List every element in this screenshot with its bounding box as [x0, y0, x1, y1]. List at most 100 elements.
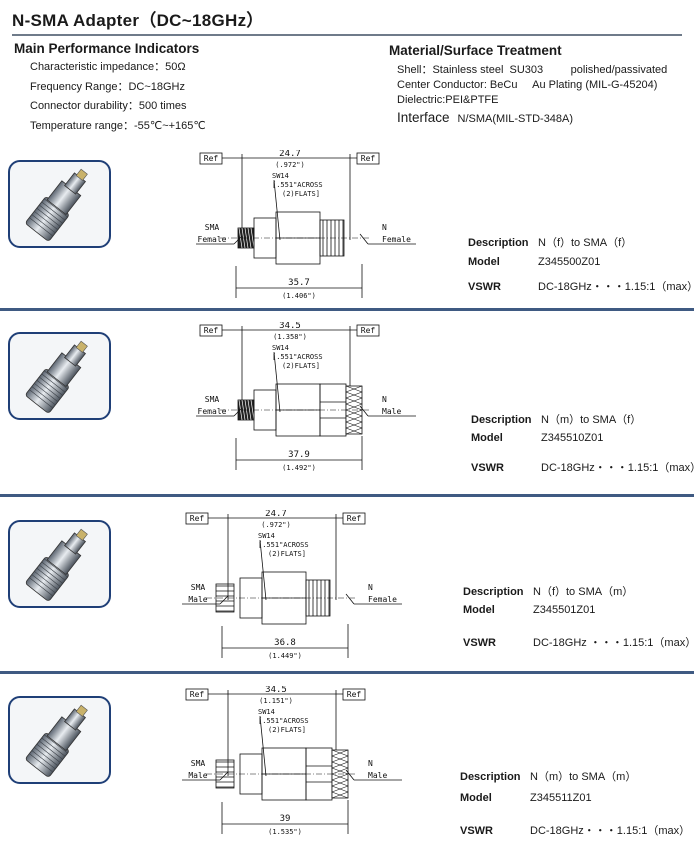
ref-label-left: Ref	[204, 326, 219, 335]
title-divider	[12, 34, 682, 36]
left-connector-gender: Male	[188, 595, 207, 604]
left-connector-type: SMA	[205, 395, 220, 404]
vswr-row: VSWR DC-18GHz ・・・1.15:1（max）	[463, 634, 694, 650]
bottom-dimension-inch: (1.492")	[282, 464, 316, 472]
sw-label: SW14	[258, 708, 275, 716]
right-connector-type: N	[382, 395, 387, 404]
right-connector-gender: Male	[382, 407, 401, 416]
top-dimension-inch: (1.358")	[273, 333, 307, 341]
material-list: Shell：Stainless steel SU303 polished/pas…	[397, 63, 667, 127]
section-divider-2	[0, 494, 694, 497]
top-dimension-mm: 24.7	[265, 510, 287, 519]
left-connector-type: SMA	[205, 223, 220, 232]
vswr-value: DC-18GHz・・・1.15:1（max）	[530, 825, 691, 837]
description-row: Description N（m）to SMA（f）	[471, 411, 641, 427]
sw-across-label: [.551"ACROSS	[258, 541, 309, 549]
vswr-label: VSWR	[463, 637, 496, 649]
ref-box-left	[185, 688, 209, 701]
left-connector-gender: Male	[188, 771, 207, 780]
bottom-dimension-inch: (1.449")	[268, 652, 302, 660]
ref-label-left: Ref	[190, 514, 205, 523]
right-connector-type: N	[368, 759, 373, 768]
adapter-photo-icon	[25, 704, 88, 777]
description-value: N（f）to SMA（f）	[538, 237, 633, 249]
sw-across-label: [.551"ACROSS	[258, 717, 309, 725]
model-label: Model	[460, 792, 492, 804]
left-connector-gender: Female	[198, 235, 227, 244]
ref-label-left: Ref	[204, 154, 219, 163]
description-label: Description	[471, 414, 532, 426]
left-connector-type: SMA	[191, 583, 206, 592]
sw-flats-label: (2)FLATS]	[268, 726, 306, 734]
top-dimension-mm: 24.7	[279, 150, 301, 159]
sw-flats-label: (2)FLATS]	[282, 362, 320, 370]
spec-frequency: Frequency Range：DC~18GHz	[30, 80, 185, 93]
description-label: Description	[468, 237, 529, 249]
sw-label: SW14	[258, 532, 275, 540]
description-value: N（f）to SMA（m）	[533, 586, 634, 598]
vswr-label: VSWR	[471, 462, 504, 474]
ref-box-right	[356, 324, 380, 337]
bottom-dimension-inch: (1.406")	[282, 292, 316, 300]
ref-label-right: Ref	[347, 690, 362, 699]
model-value: Z345501Z01	[533, 604, 596, 616]
product-photo-4	[8, 696, 111, 784]
top-dimension-inch: (.972")	[275, 161, 305, 169]
model-row: Model Z345511Z01	[460, 792, 592, 804]
ref-label-right: Ref	[347, 514, 362, 523]
ref-box-right	[342, 688, 366, 701]
description-row: Description N（f）to SMA（m）	[463, 583, 633, 599]
sw-label: SW14	[272, 172, 289, 180]
ref-label-right: Ref	[361, 154, 376, 163]
right-connector-type: N	[368, 583, 373, 592]
vswr-row: VSWR DC-18GHz・・・1.15:1（max）	[460, 822, 690, 838]
spec-impedance: Characteristic impedance：50Ω	[30, 61, 186, 73]
performance-heading: Main Performance Indicators	[14, 41, 200, 56]
top-dimension-inch: (1.151")	[259, 697, 293, 705]
top-dimension-mm: 34.5	[279, 322, 301, 331]
model-label: Model	[471, 432, 503, 444]
sw-label: SW14	[272, 344, 289, 352]
ref-box-left	[199, 152, 223, 165]
description-value: N（m）to SMA（m）	[530, 771, 637, 783]
right-connector-gender: Male	[368, 771, 387, 780]
material-conductor: Center Conductor: BeCu Au Plating (MIL-G…	[397, 79, 658, 91]
vswr-label: VSWR	[468, 281, 501, 293]
section-divider-1	[0, 308, 694, 311]
model-value: Z345510Z01	[541, 432, 604, 444]
description-value: N（m）to SMA（f）	[541, 414, 642, 426]
bottom-dimension-mm: 39	[280, 814, 291, 824]
adapter-photo-icon	[25, 528, 88, 601]
bottom-dimension-mm: 35.7	[288, 278, 310, 288]
bottom-dimension-mm: 37.9	[288, 450, 310, 460]
vswr-value: DC-18GHz ・・・1.15:1（max）	[533, 637, 694, 649]
right-connector-type: N	[382, 223, 387, 232]
model-label: Model	[468, 256, 500, 268]
top-dimension-inch: (.972")	[261, 521, 291, 529]
model-row: Model Z345510Z01	[471, 432, 603, 444]
section-divider-3	[0, 671, 694, 674]
model-value: Z345500Z01	[538, 256, 601, 268]
description-label: Description	[463, 586, 524, 598]
right-connector-gender: Female	[368, 595, 397, 604]
sw-across-label: [.551"ACROSS	[272, 353, 323, 361]
ref-box-right	[342, 512, 366, 525]
sw-across-label: [.551"ACROSS	[272, 181, 323, 189]
ref-box-right	[356, 152, 380, 165]
material-dielectric: Dielectric:PEI&PTFE	[397, 94, 499, 106]
vswr-label: VSWR	[460, 825, 493, 837]
bottom-dimension-inch: (1.535")	[268, 828, 302, 836]
model-value: Z345511Z01	[530, 792, 592, 804]
product-photo-3	[8, 520, 111, 608]
top-dimension-mm: 34.5	[265, 686, 287, 695]
performance-list: Characteristic impedance：50Ω Frequency R…	[30, 58, 206, 136]
product-photo-1	[8, 160, 111, 248]
ref-box-left	[199, 324, 223, 337]
